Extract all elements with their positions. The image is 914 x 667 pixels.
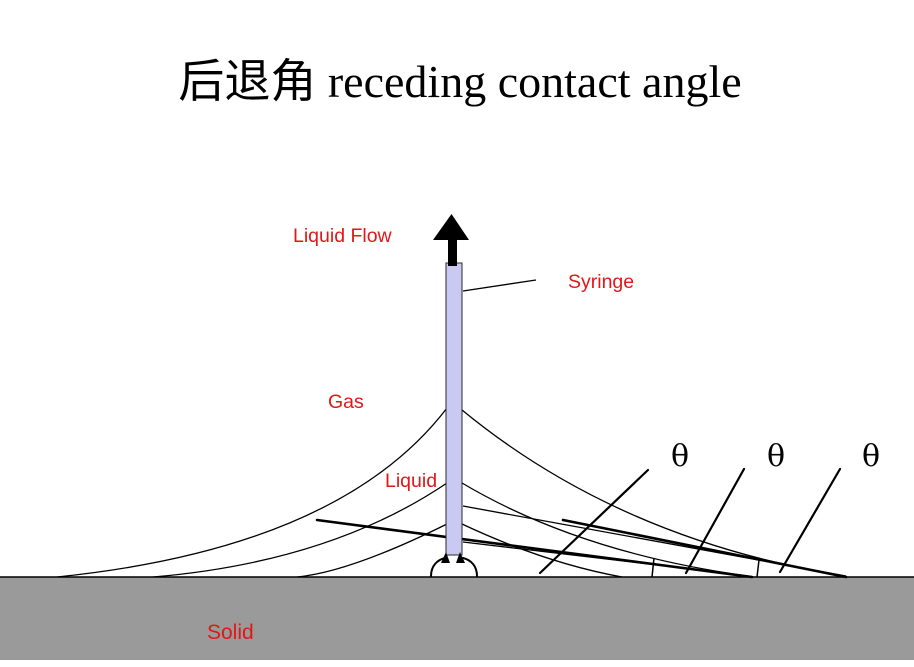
liquid-surface-thick-2 [315,518,754,579]
contact-tick-2 [756,559,760,578]
droplet-outline-2-right [461,482,749,577]
solid-substrate [0,577,914,660]
tangent-line-3 [778,467,842,574]
theta-label-3: θ [862,439,880,474]
solid-label: Solid [207,621,254,644]
droplet-outline-3-left [296,523,448,578]
droplet-outline-2-left [152,482,448,578]
contact-tick-1 [651,557,655,578]
tangent-line-1 [538,468,650,575]
suction-arrow-right [462,557,478,577]
theta-label-1: θ [671,439,689,474]
droplet-outline-1-left [56,407,448,578]
liquid-label: Liquid [385,470,437,492]
suction-arrow-right-head [456,552,465,563]
suction-arrow-left-head [441,552,450,563]
theta-label-2: θ [767,439,785,474]
gas-label: Gas [328,391,364,413]
syringe-pointer-line [462,279,537,292]
syringe-label: Syringe [568,271,634,293]
liquid-flow-arrow-head [433,214,469,240]
liquid-flow-arrow-shaft [448,237,457,266]
liquid-flow-label: Liquid Flow [293,225,393,247]
tangent-line-2 [684,467,746,575]
liquid-surface-thick-1 [561,518,848,579]
page-title: 后退角 receding contact angle [178,56,741,107]
droplet-outline-3-right [461,523,623,578]
syringe-needle [445,262,463,556]
droplet-outline-1-right [461,409,846,577]
